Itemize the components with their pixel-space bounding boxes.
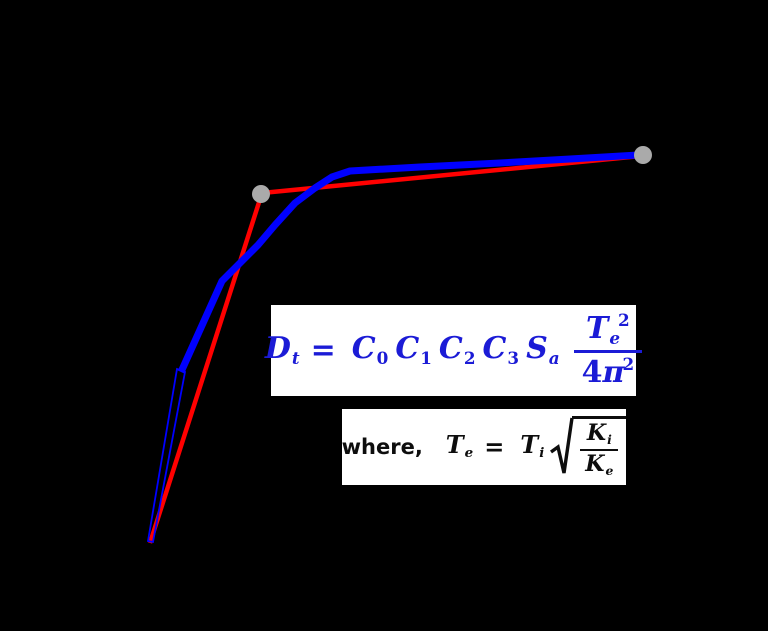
subscript-t: t — [291, 347, 300, 368]
coefficient-4: 4 — [581, 355, 603, 391]
term-C3: C3 — [483, 334, 520, 366]
pushover-capacity-curve-tip-outline — [146, 367, 187, 544]
equals-sign: = — [310, 332, 336, 368]
radicand-fraction: Ki Ke — [572, 415, 627, 479]
subscript-e: e — [464, 445, 474, 462]
symbol-C: C — [351, 331, 376, 367]
fraction-denominator: 4π2 — [573, 350, 643, 391]
subscript-1: 1 — [420, 347, 432, 368]
subscript-3: 3 — [507, 347, 520, 368]
term-Te: Te — [446, 433, 473, 461]
term-C2: C2 — [439, 334, 476, 366]
symbol-K: K — [585, 451, 605, 477]
radicand-denominator: Ke — [580, 449, 619, 479]
symbol-C: C — [395, 331, 420, 367]
target-displacement-formula: Dt = C0 C1 C2 C3 Sa Te2 4π2 — [265, 310, 643, 391]
fraction-Te2-over-4pi2: Te2 4π2 — [573, 310, 643, 391]
subscript-i: i — [539, 445, 545, 462]
fraction-numerator: Te2 — [578, 310, 638, 350]
term-Sa: Sa — [526, 334, 560, 366]
pushover-capacity-curve-line — [177, 151, 640, 374]
radicand-numerator: Ki — [582, 419, 617, 449]
symbol-S: S — [526, 331, 548, 367]
effective-period-formula-box: where, Te = Ti Ki Ke — [341, 409, 627, 485]
effective-period-formula: where, Te = Ti Ki Ke — [341, 415, 627, 479]
superscript-2: 2 — [622, 354, 635, 375]
symbol-T: T — [445, 430, 464, 460]
term-C1: C1 — [395, 334, 432, 366]
equals-sign: = — [484, 432, 505, 461]
symbol-T: T — [586, 311, 609, 347]
term-Dt: Dt — [265, 334, 300, 366]
symbol-T: T — [520, 430, 539, 460]
term-Ti: Ti — [520, 433, 544, 461]
superscript-2: 2 — [618, 310, 630, 331]
symbol-K: K — [586, 419, 607, 446]
subscript-a: a — [548, 347, 560, 368]
subscript-0: 0 — [376, 347, 389, 368]
subscript-e: e — [605, 463, 614, 479]
symbol-pi: π — [602, 355, 625, 391]
target-displacement-formula-box: Dt = C0 C1 C2 C3 Sa Te2 4π2 — [265, 305, 643, 396]
term-C0: C0 — [352, 334, 389, 366]
control-point-marker-2 — [634, 146, 652, 164]
subscript-i: i — [607, 432, 612, 448]
symbol-C: C — [438, 331, 463, 367]
symbol-D: D — [264, 331, 291, 367]
subscript-2: 2 — [463, 347, 476, 368]
control-point-marker-1 — [252, 185, 270, 203]
subscript-e: e — [609, 327, 621, 348]
square-root-group: Ki Ke — [550, 415, 627, 479]
symbol-C: C — [482, 331, 507, 367]
radical-icon — [550, 417, 574, 474]
where-label: where, — [341, 434, 423, 459]
